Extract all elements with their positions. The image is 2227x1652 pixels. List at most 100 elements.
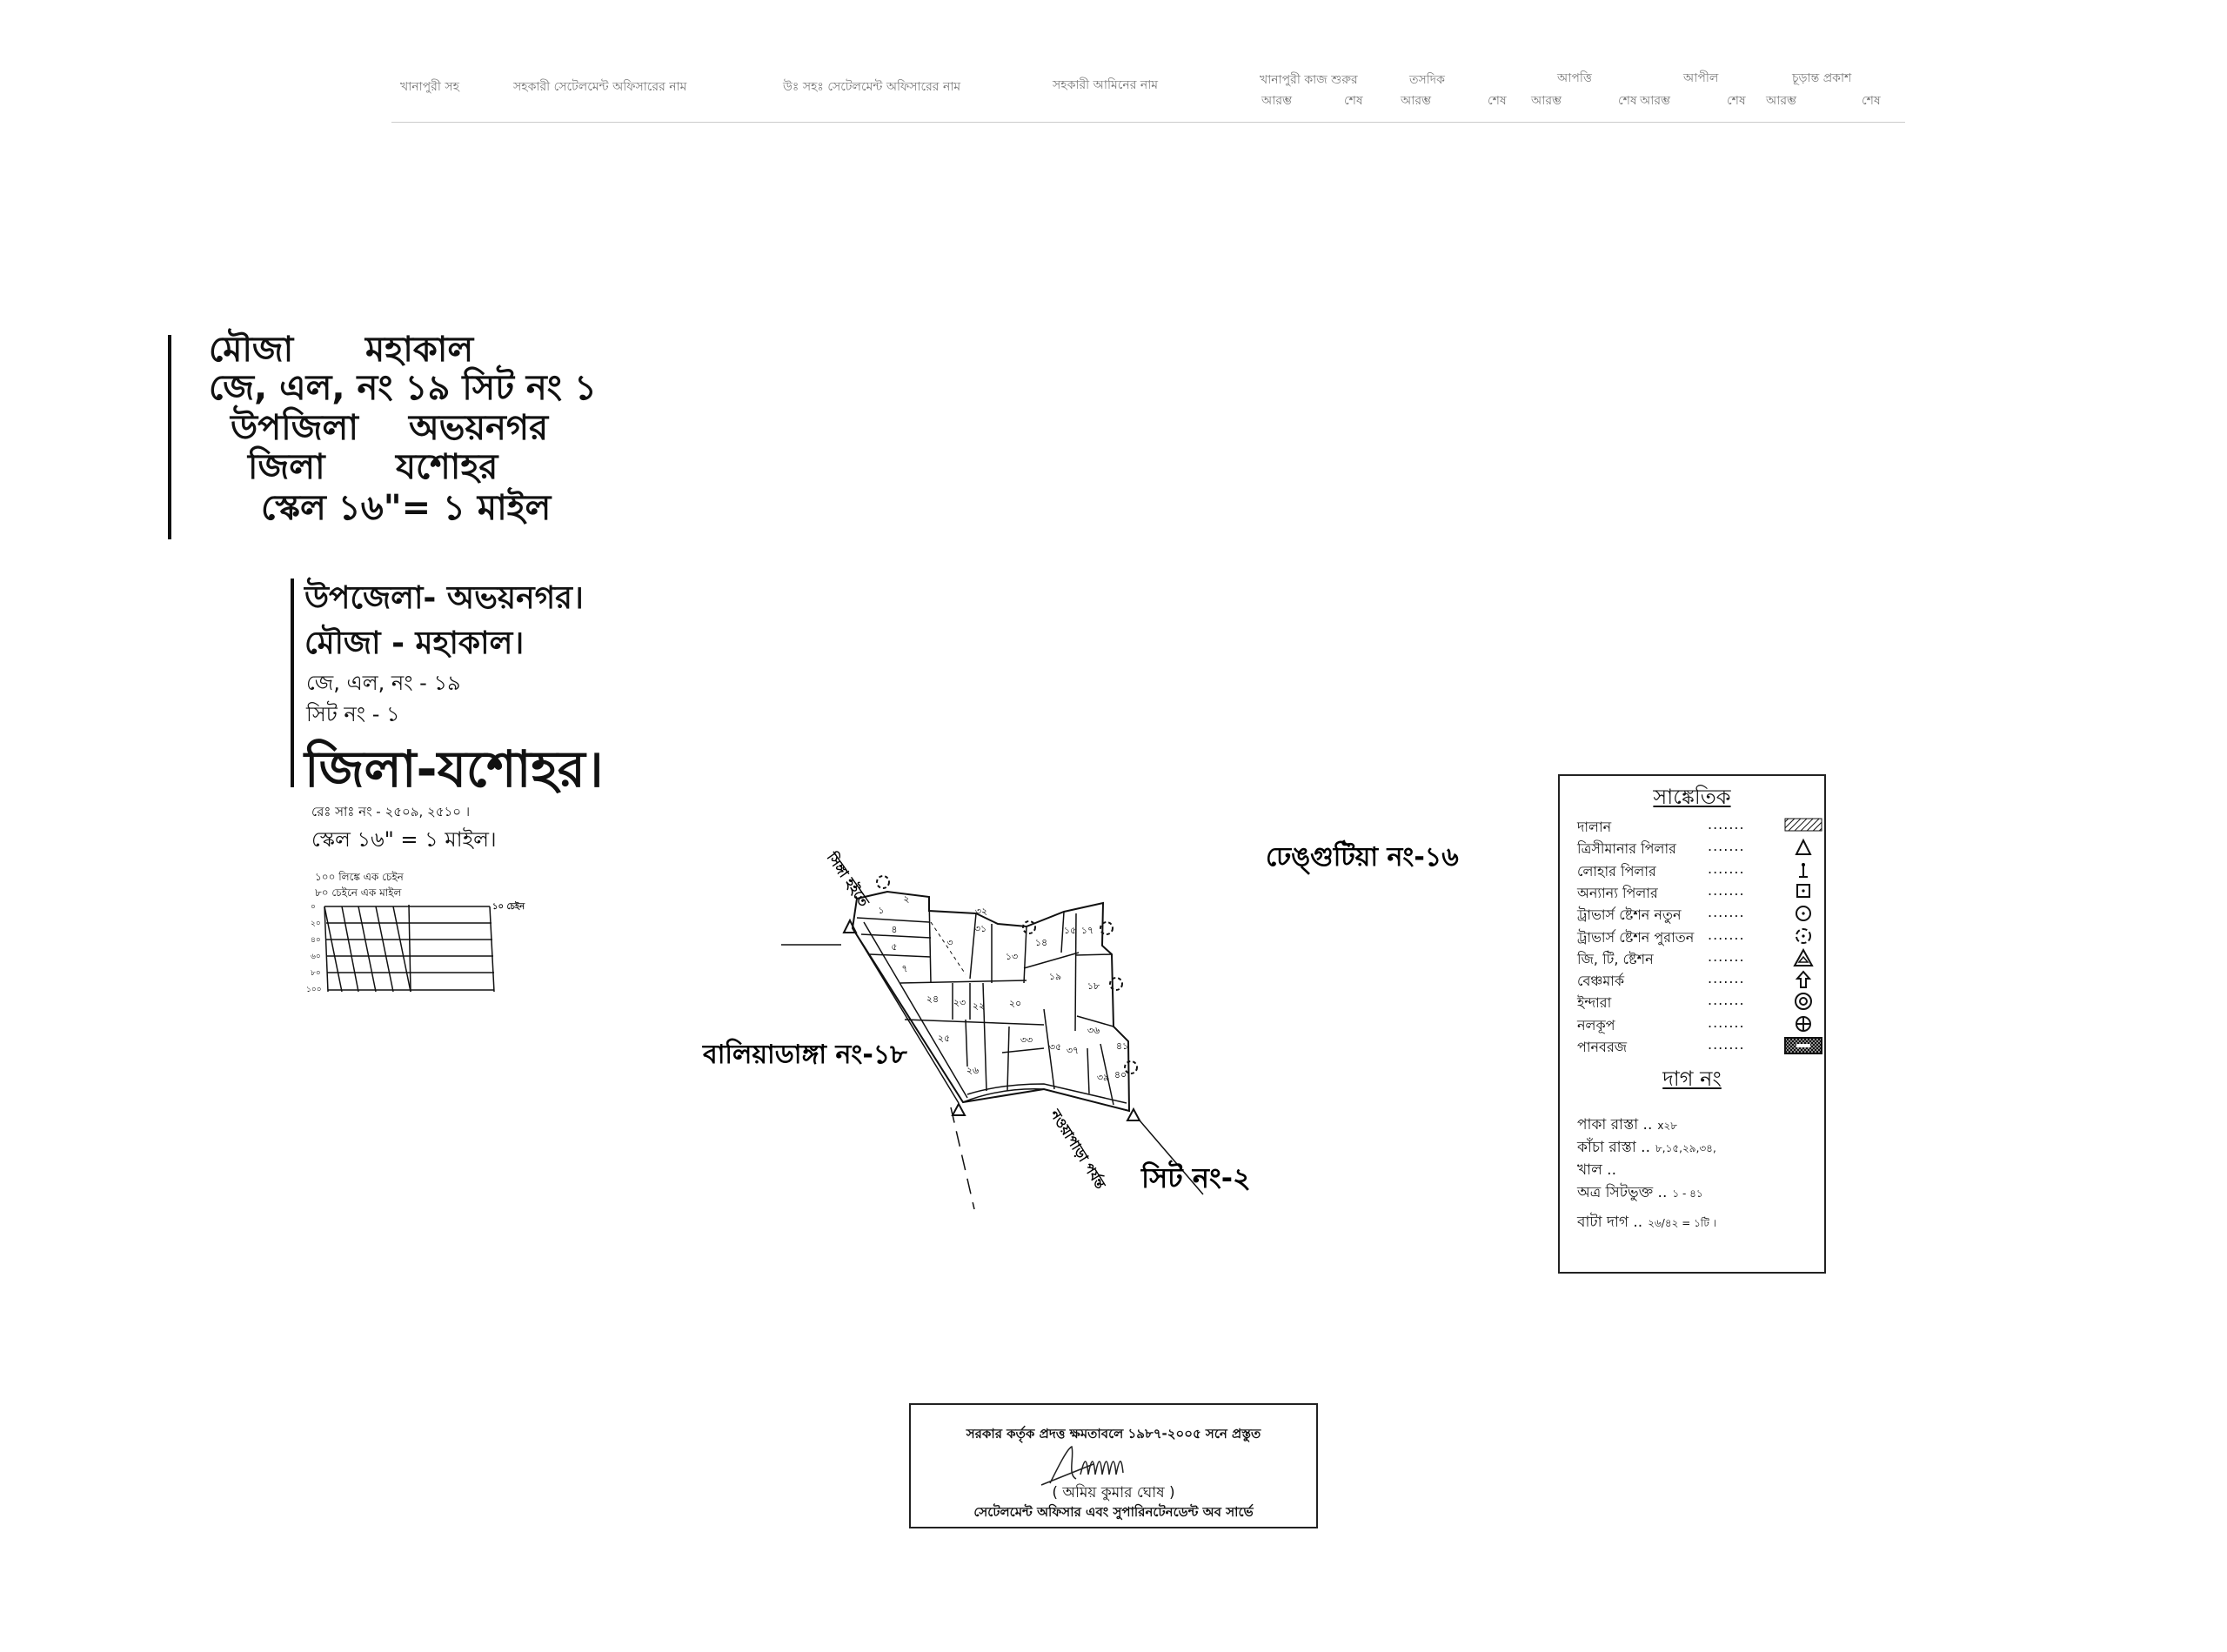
header-subcol: আরম্ভ xyxy=(1531,94,1562,108)
parcel-number: ২৫ xyxy=(938,1033,950,1044)
parcel-number: ১৪ xyxy=(1035,937,1047,948)
legend-label: নলকূপ xyxy=(1577,1016,1615,1033)
header-col: তসদিক xyxy=(1409,73,1445,87)
dag-row: পাকা রাস্তা ..x২৮ xyxy=(1577,1116,1678,1134)
sheet-no-text: সিট নং - ১ xyxy=(306,702,400,726)
neighbor-west: বালিয়াডাঙ্গা নং-১৮ xyxy=(702,1038,907,1070)
district-text: জিলা-যশোহর। xyxy=(304,739,604,799)
legend-box: সাঙ্কেতিক দালান....... ত্রিসীমানার পিলার.… xyxy=(1558,774,1826,1274)
leader-dots: ....... xyxy=(1708,838,1745,855)
parcel-number: ১৮ xyxy=(1087,980,1100,992)
parcel-number: ৩১ xyxy=(974,923,986,934)
legend-label: অন্যান্য পিলার xyxy=(1577,884,1658,901)
neighbor-south-sheet: সিট নং-২ xyxy=(1140,1160,1251,1194)
header-subcol: আরম্ভ xyxy=(1261,94,1293,108)
scale-tick: ১০০ xyxy=(306,986,322,994)
legend-title: সাঙ্কেতিক xyxy=(1653,785,1731,809)
legend-label: বেঞ্চমার্ক xyxy=(1577,973,1625,990)
scale-text: স্কেল ১৬"= ১ মাইল xyxy=(261,488,552,528)
broken-circle-icon xyxy=(1796,927,1811,944)
jl-sheet-line: জে, এল, নং ১৯ সিট নং ১ xyxy=(209,368,597,408)
header-subcol: আরম্ভ xyxy=(1401,94,1432,108)
parcel-number: ৩৭ xyxy=(1067,1045,1079,1056)
upazila-value: অভয়নগর xyxy=(409,408,549,448)
district-label: জিলা xyxy=(248,447,325,487)
parcel-number: ৩ xyxy=(946,937,953,948)
crosshatched-rect-icon xyxy=(1784,1037,1822,1054)
legend-label: ত্রিসীমানার পিলার xyxy=(1577,840,1676,858)
officer-designation: সেটেলমেন্ট অফিসার এবং সুপারিনটেনডেন্ট অব… xyxy=(973,1504,1254,1520)
dag-row: কাঁচা রাস্তা ..৮,১৫,২৯,৩৪, xyxy=(1577,1139,1716,1156)
triangle-icon xyxy=(1795,839,1812,856)
parcel-number: ৩৫ xyxy=(1049,1041,1061,1053)
reg-no-text: রেঃ সাঃ নং - ২৫০৯, ২৫১০ । xyxy=(311,804,471,819)
parcel-number: ৪০ xyxy=(1114,1069,1127,1080)
parcel-number: ৪১ xyxy=(1116,1040,1128,1052)
header-col: চূড়ান্ত প্রকাশ xyxy=(1792,71,1852,85)
legend-label: লোহার পিলার xyxy=(1577,862,1656,880)
dag-row: অত্র সিটভুক্ত ..১ - ৪১ xyxy=(1577,1184,1703,1201)
parcel-number: ১ xyxy=(878,905,884,916)
parcel-number: ৩৯ xyxy=(1097,1072,1109,1083)
header-col: খানাপুরী সহ xyxy=(400,80,459,94)
dotted-square-icon xyxy=(1796,883,1810,898)
leader-dots: ....... xyxy=(1708,859,1745,877)
tri-junction-pillars xyxy=(842,875,1141,1121)
road-label-north-west: সিঙ্গা হইতে xyxy=(823,848,873,910)
parcel-lines xyxy=(781,896,1204,1210)
parcel-number: ২ xyxy=(903,893,909,905)
header-divider xyxy=(391,122,1905,124)
upazila-text: উপজেলা- অভয়নগর। xyxy=(304,580,584,616)
jl-no-text: জে, এল, নং - ১৯ xyxy=(306,671,461,695)
traverse-station-icon xyxy=(1109,977,1123,991)
bracket-bar xyxy=(168,335,171,539)
dag-row: খাল .. xyxy=(1577,1161,1616,1179)
scale-text: স্কেল ১৬" = ১ মাইল। xyxy=(311,827,497,852)
certificate-box: সরকার কর্তৃক প্রদত্ত ক্ষমতাবলে ১৯৮৭-২০০৫… xyxy=(909,1403,1318,1528)
iron-pillar-icon xyxy=(1799,862,1808,878)
upazila-label: উপজিলা xyxy=(231,408,358,448)
dotted-circle-icon xyxy=(1796,906,1811,922)
legend-item: নলকূপ....... xyxy=(1577,1014,1812,1035)
legend-label: জি, টি, ষ্টেশন xyxy=(1577,950,1654,967)
legend-item: বেঞ্চমার্ক....... xyxy=(1577,970,1812,991)
header-subcol: শেষ xyxy=(1488,94,1507,108)
legend-item: অন্যান্য পিলার....... xyxy=(1577,882,1812,903)
scale-right-label: ১০ চেইন xyxy=(492,902,525,912)
triangle-pillar-icon xyxy=(951,1101,966,1116)
leader-dots: ....... xyxy=(1708,926,1745,943)
parcel-number: ২২ xyxy=(973,1000,985,1012)
signature-icon xyxy=(1040,1445,1124,1486)
scale-tick: ০ xyxy=(311,903,316,912)
parcel-number: ২৬ xyxy=(966,1065,979,1076)
header-subcol: আরম্ভ xyxy=(1766,94,1797,108)
district-value: যশোহর xyxy=(396,447,498,487)
scale-tick: ৮০ xyxy=(311,969,321,978)
parcel-number: ২০ xyxy=(1009,998,1021,1009)
scale-grid xyxy=(324,904,495,993)
header-subcol: শেষ xyxy=(1862,94,1881,108)
header-subcol: শেষ xyxy=(1344,94,1363,108)
triangle-pillar-icon xyxy=(842,918,858,933)
mouza-value: মহাকাল xyxy=(365,330,474,370)
legend-item: লোহার পিলার....... xyxy=(1577,860,1812,881)
parcel-number: ২৪ xyxy=(926,993,939,1005)
leader-dots: ....... xyxy=(1708,970,1745,987)
scale-note: ১০০ লিঙ্কে এক চেইন xyxy=(315,871,404,883)
header-subcol: শেষ xyxy=(1618,94,1637,108)
officer-name: ( অমিয় কুমার ঘোষ ) xyxy=(1052,1484,1175,1502)
parcel-number: ৪ xyxy=(891,924,897,935)
legend-label: পানবরজ xyxy=(1577,1039,1628,1055)
header-col: উঃ সহঃ সেটেলমেন্ট অফিসারের নাম xyxy=(783,80,961,94)
scale-tick: ৬০ xyxy=(311,953,321,961)
legend-label: দালান xyxy=(1577,819,1612,835)
traverse-station-icon xyxy=(1022,920,1036,934)
header-col: আপত্তি xyxy=(1557,71,1592,85)
leader-dots: ....... xyxy=(1708,992,1745,1009)
parcel-number: ৩২ xyxy=(975,906,987,917)
header-col: সহকারী সেটেলমেন্ট অফিসারের নাম xyxy=(513,80,687,94)
bracket-bar xyxy=(291,579,294,787)
double-triangle-icon xyxy=(1793,947,1814,966)
